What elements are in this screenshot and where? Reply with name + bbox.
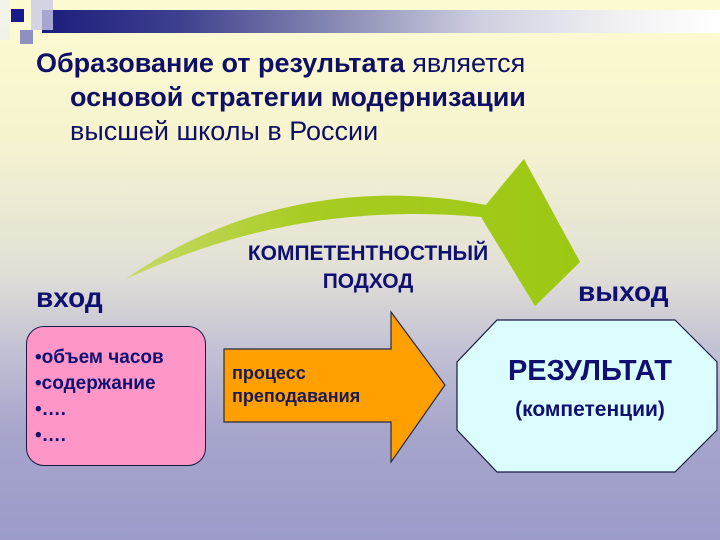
input-item: •…. [35, 425, 66, 446]
input-item: •…. [35, 399, 66, 420]
decor-square [20, 30, 33, 44]
output-label: выход [578, 276, 669, 307]
process-label: процесс преподавания [232, 362, 360, 408]
input-item: •содержание [35, 373, 156, 394]
title-line-2: основой стратегии модернизации [70, 82, 526, 112]
result-subtitle: (компетенции) [515, 398, 665, 421]
title-normal-part: является [404, 48, 526, 78]
approach-label: КОМПЕТЕНТНОСТНЫЙ ПОДХОД [238, 240, 498, 296]
header-gradient-bar [42, 10, 720, 33]
result-octagon-shape [456, 319, 718, 473]
decor-square [31, 0, 53, 30]
title-line-3: высшей школы в России [70, 116, 379, 146]
title-bold-part: Образование от результата [36, 48, 405, 78]
result-title: РЕЗУЛЬТАТ [507, 355, 673, 387]
input-item: •объем часов [35, 347, 164, 368]
process-line-2: преподавания [232, 386, 361, 406]
approach-line-2: ПОДХОД [322, 270, 414, 293]
decor-square [0, 0, 10, 40]
approach-line-1: КОМПЕТЕНТНОСТНЫЙ [247, 242, 489, 265]
process-line-1: процесс [232, 363, 306, 383]
input-label: вход [36, 282, 103, 313]
decor-square [11, 9, 24, 22]
input-box: •объем часов •содержание •…. •…. [26, 326, 206, 466]
slide-title: Образование от результата является основ… [36, 46, 676, 148]
process-arrow-icon [223, 310, 446, 464]
